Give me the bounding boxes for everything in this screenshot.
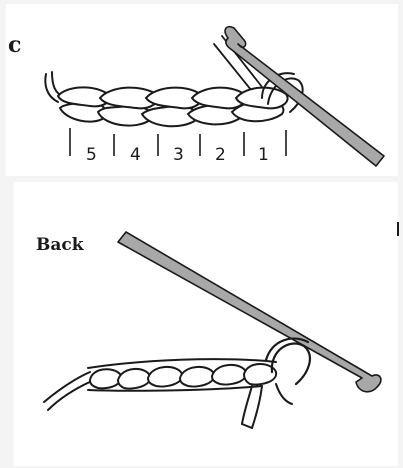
corner-label: c [8,32,21,58]
stitch-number: 4 [130,145,141,165]
bottom-panel [14,182,398,466]
stitch-number: 1 [258,145,269,165]
stitch-number: 3 [173,145,184,165]
stitch-number: 2 [215,145,226,165]
stitch-number: 5 [86,145,97,165]
back-label: Back [36,235,85,255]
